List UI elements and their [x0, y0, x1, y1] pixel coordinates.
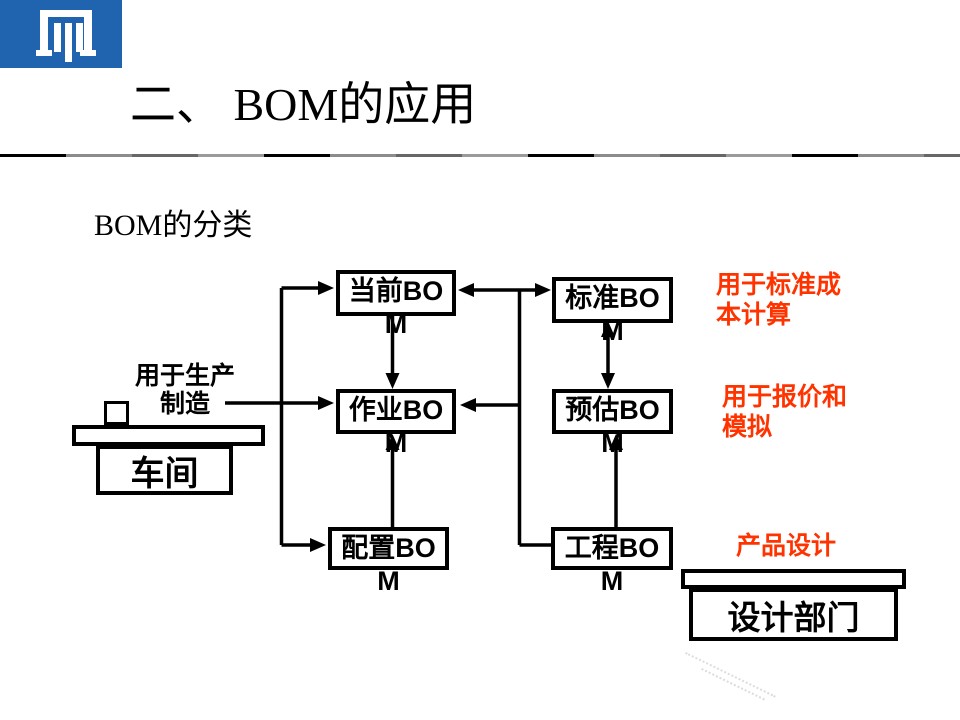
- box-config-bom-label-overflow: M: [377, 566, 400, 596]
- box-config-bom-label: 配置BO: [341, 533, 436, 563]
- box-estimate-bom-label-overflow: M: [601, 428, 624, 458]
- workshop-chimney-shape: [104, 401, 129, 425]
- workshop-box: 车间: [96, 445, 233, 495]
- box-standard-bom-label-overflow: M: [601, 316, 624, 346]
- box-current-bom-label: 当前BO: [348, 276, 444, 306]
- box-operation-bom-label-overflow: M: [384, 428, 408, 458]
- box-estimate-bom-label: 预估BO: [565, 395, 660, 425]
- box-operation-bom-label: 作业BO: [348, 395, 444, 425]
- box-engineering-bom-label: 工程BO: [564, 533, 660, 563]
- arrow-config-to-operation: [385, 434, 400, 527]
- design-dept-box: 设计部门: [689, 588, 898, 641]
- box-standard-bom-label: 标准BO: [565, 283, 660, 313]
- annotation-product-design: 产品设计: [736, 532, 837, 560]
- section-subtitle: BOM的分类: [94, 209, 253, 242]
- slide-title: 二、 BOM的应用: [130, 79, 477, 130]
- annotation-standard-cost: 用于标准成 本计算: [716, 271, 842, 329]
- pillars-logo-icon: [36, 10, 96, 62]
- arrow-current-to-operation: [385, 316, 400, 389]
- left-branch-connector: [225, 281, 334, 552]
- annotation-quotation: 用于报价和 模拟: [722, 383, 848, 441]
- right-branch-connector: [458, 283, 551, 547]
- annotation-production: 用于生产 制造: [134, 362, 235, 418]
- design-dept-roof-shape: [681, 569, 906, 589]
- workshop-roof-shape: [72, 425, 265, 446]
- arrow-standard-estimate-double: [601, 321, 615, 389]
- workshop-label: 车间: [130, 454, 199, 493]
- design-dept-label: 设计部门: [727, 598, 860, 636]
- header-divider: [0, 154, 960, 157]
- arrow-engineering-to-estimate: [609, 434, 623, 527]
- box-engineering-bom-label-overflow: M: [600, 566, 624, 596]
- box-current-bom-label-overflow: M: [384, 309, 408, 339]
- company-logo: [0, 0, 122, 68]
